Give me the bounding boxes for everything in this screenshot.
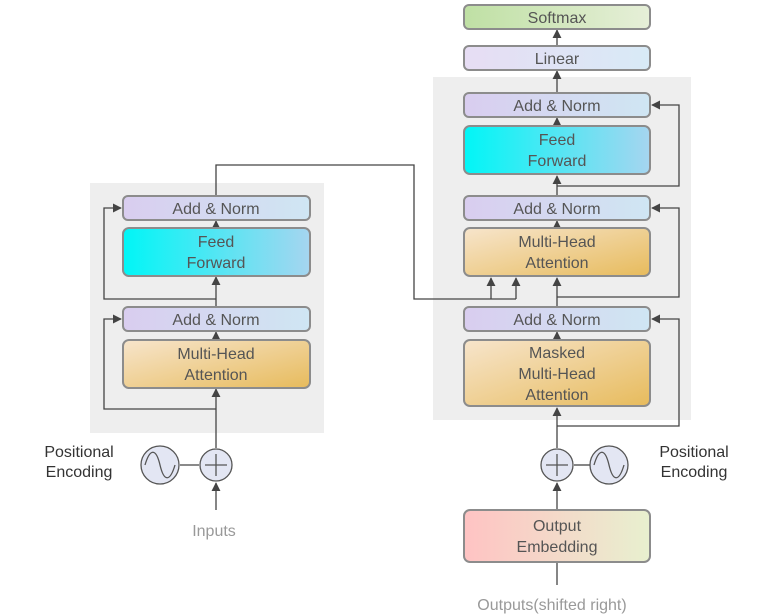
decoder-masked-line1: Masked bbox=[529, 345, 585, 362]
decoder-add-norm-masked: Add & Norm bbox=[463, 306, 651, 332]
encoder-add-norm-bottom-label: Add & Norm bbox=[172, 312, 259, 329]
softmax-block: Softmax bbox=[463, 4, 651, 30]
decoder-masked-line3: Attention bbox=[525, 387, 588, 404]
decoder-add-norm-cross-label: Add & Norm bbox=[513, 201, 600, 218]
softmax-label: Softmax bbox=[528, 10, 587, 27]
linear-block: Linear bbox=[463, 45, 651, 71]
encoder-add-norm-bottom: Add & Norm bbox=[122, 306, 311, 332]
encoder-ff-line1: Feed bbox=[198, 234, 234, 251]
encoder-pos-enc-line1: Positional bbox=[44, 444, 113, 461]
decoder-cross-attention-line2: Attention bbox=[525, 255, 588, 272]
decoder-ff-line2: Forward bbox=[528, 153, 587, 170]
encoder-add-norm-top-label: Add & Norm bbox=[172, 201, 259, 218]
encoder-attention: Multi-Head Attention bbox=[122, 339, 311, 389]
output-embedding-block: Output Embedding bbox=[463, 509, 651, 563]
inputs-label: Inputs bbox=[192, 523, 236, 540]
encoder-sine-icon bbox=[140, 445, 180, 485]
encoder-attention-line1: Multi-Head bbox=[177, 346, 254, 363]
decoder-feed-forward: Feed Forward bbox=[463, 125, 651, 175]
decoder-pos-enc-line1: Positional bbox=[659, 444, 728, 461]
decoder-pos-enc-line2: Encoding bbox=[661, 464, 728, 481]
decoder-cross-attention-line1: Multi-Head bbox=[518, 234, 595, 251]
decoder-masked-attention: Masked Multi-Head Attention bbox=[463, 339, 651, 407]
encoder-plus-icon bbox=[199, 448, 233, 482]
encoder-feed-forward: Feed Forward bbox=[122, 227, 311, 277]
decoder-masked-line2: Multi-Head bbox=[518, 366, 595, 383]
decoder-add-norm-cross: Add & Norm bbox=[463, 195, 651, 221]
decoder-sine-icon bbox=[589, 445, 629, 485]
linear-label: Linear bbox=[535, 51, 580, 68]
encoder-ff-line2: Forward bbox=[187, 255, 246, 272]
decoder-add-norm-ff: Add & Norm bbox=[463, 92, 651, 118]
encoder-decoder-link bbox=[215, 164, 521, 300]
outputs-label: Outputs(shifted right) bbox=[477, 597, 626, 614]
decoder-add-norm-ff-label: Add & Norm bbox=[513, 98, 600, 115]
encoder-attention-line2: Attention bbox=[184, 367, 247, 384]
output-embedding-line1: Output bbox=[533, 518, 582, 535]
encoder-pos-enc-line2: Encoding bbox=[46, 464, 113, 481]
output-embedding-line2: Embedding bbox=[517, 539, 598, 556]
decoder-add-norm-masked-label: Add & Norm bbox=[513, 312, 600, 329]
decoder-ff-line1: Feed bbox=[539, 132, 575, 149]
decoder-cross-attention: Multi-Head Attention bbox=[463, 227, 651, 277]
decoder-plus-icon bbox=[540, 448, 574, 482]
encoder-add-norm-top: Add & Norm bbox=[122, 195, 311, 221]
